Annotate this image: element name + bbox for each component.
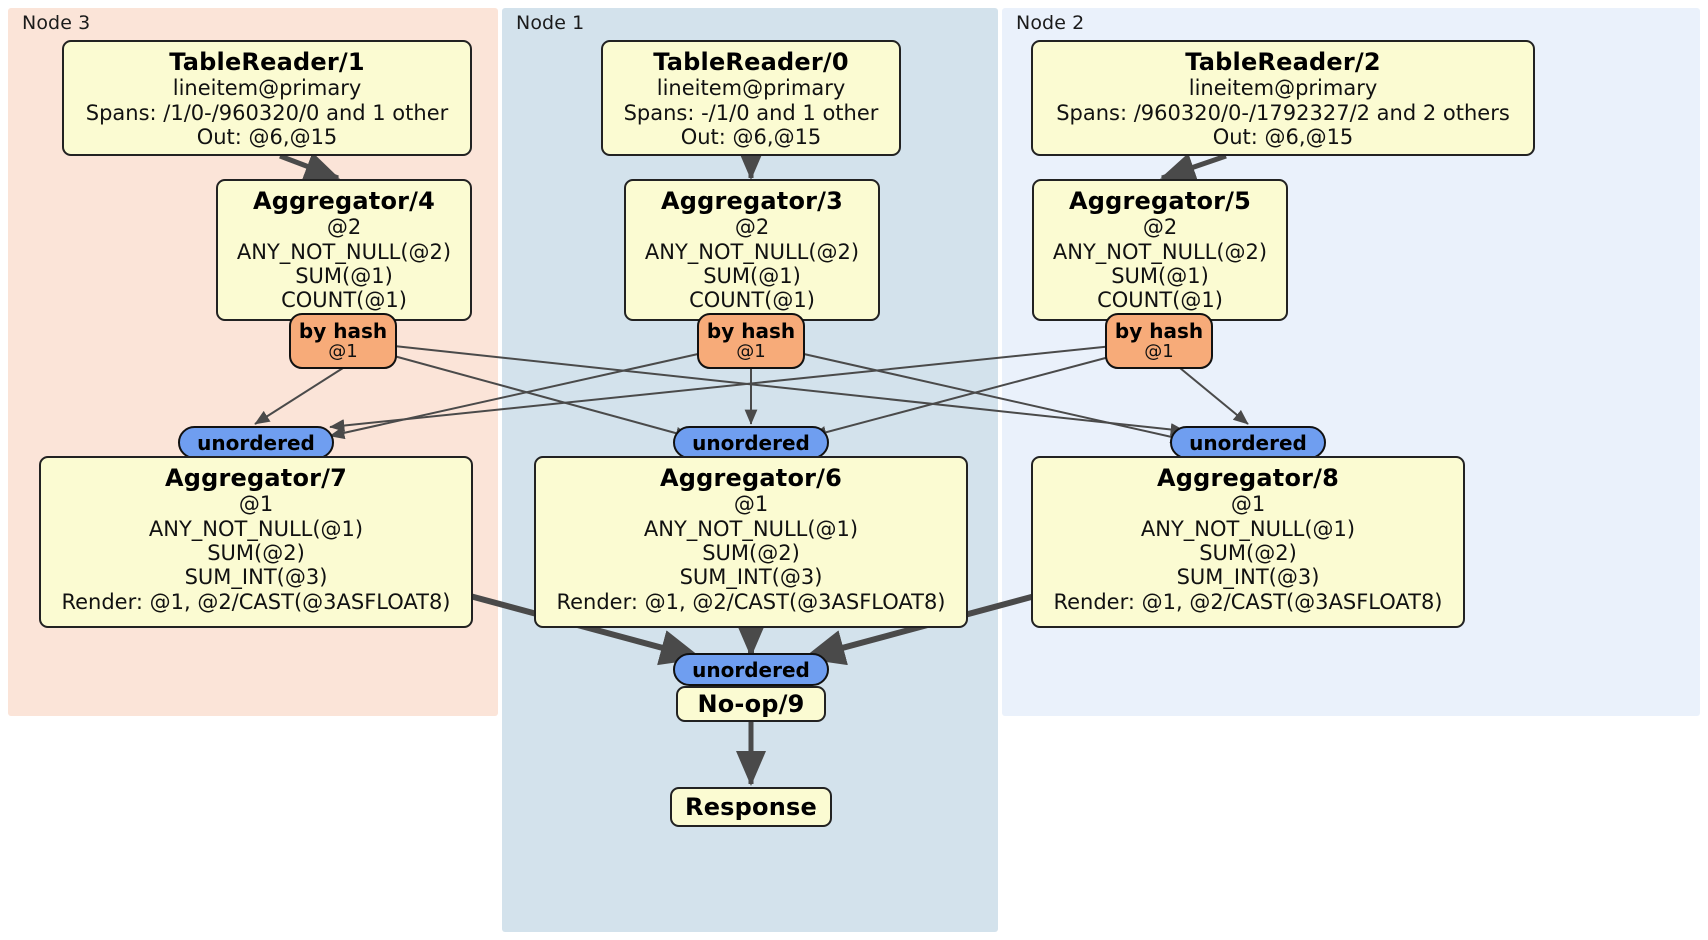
processor-line: @1 [733,492,769,517]
processor-line: ANY_NOT_NULL(@2) [236,239,452,264]
router-hash-right[interactable]: by hash @1 [1105,313,1213,369]
processor-line: Spans: /1/0-/960320/0 and 1 other [85,100,449,125]
processor-aggregator5[interactable]: Aggregator/5 @2 ANY_NOT_NULL(@2) SUM(@1)… [1032,179,1288,321]
router-hash-center[interactable]: by hash @1 [697,313,805,369]
processor-line: Spans: -/1/0 and 1 other [623,100,879,125]
processor-line: SUM_INT(@3) [679,565,823,590]
processor-title: TableReader/0 [653,48,849,76]
processor-tablereader2[interactable]: TableReader/2 lineitem@primary Spans: /9… [1031,40,1535,156]
processor-line: SUM(@2) [207,541,305,566]
router-label: by hash [1114,318,1204,343]
synchronizer-label: unordered [197,430,315,455]
processor-line: SUM(@1) [295,264,393,289]
node-label-node3: Node 3 [22,12,91,34]
processor-line: SUM(@2) [1199,541,1297,566]
processor-title: TableReader/1 [169,48,365,76]
processor-line: Render: @1, @2/CAST(@3ASFLOAT8) [61,589,451,614]
processor-line: Out: @6,@15 [680,125,822,150]
processor-line: ANY_NOT_NULL(@1) [1140,516,1356,541]
synchronizer-label: unordered [1189,430,1307,455]
synchronizer-label: unordered [692,430,810,455]
processor-line: lineitem@primary [172,76,362,101]
processor-aggregator4[interactable]: Aggregator/4 @2 ANY_NOT_NULL(@2) SUM(@1)… [216,179,472,321]
processor-line: lineitem@primary [656,76,846,101]
router-hash-left[interactable]: by hash @1 [289,313,397,369]
processor-line: ANY_NOT_NULL(@2) [644,239,860,264]
processor-line: ANY_NOT_NULL(@1) [148,516,364,541]
processor-line: Spans: /960320/0-/1792327/2 and 2 others [1056,100,1510,125]
processor-line: @2 [1142,215,1178,240]
processor-line: @2 [326,215,362,240]
processor-line: @1 [238,492,274,517]
processor-line: @2 [734,215,770,240]
synchronizer-unordered-final[interactable]: unordered [673,653,829,686]
synchronizer-unordered-right[interactable]: unordered [1170,426,1326,459]
processor-title: No-op/9 [697,689,805,718]
processor-aggregator7[interactable]: Aggregator/7 @1 ANY_NOT_NULL(@1) SUM(@2)… [39,456,473,628]
router-sublabel: @1 [1144,340,1174,362]
router-sublabel: @1 [328,340,358,362]
processor-aggregator8[interactable]: Aggregator/8 @1 ANY_NOT_NULL(@1) SUM(@2)… [1031,456,1465,628]
processor-title: Aggregator/7 [164,464,348,492]
processor-aggregator3[interactable]: Aggregator/3 @2 ANY_NOT_NULL(@2) SUM(@1)… [624,179,880,321]
processor-line: SUM(@2) [702,541,800,566]
processor-title: TableReader/2 [1185,48,1381,76]
processor-tablereader0[interactable]: TableReader/0 lineitem@primary Spans: -/… [601,40,901,156]
processor-title: Aggregator/5 [1068,187,1252,215]
processor-line: ANY_NOT_NULL(@2) [1052,239,1268,264]
processor-noop9[interactable]: No-op/9 [676,686,826,722]
processor-title: Aggregator/6 [659,464,843,492]
processor-line: COUNT(@1) [1097,288,1223,313]
processor-line: Out: @6,@15 [196,125,338,150]
processor-tablereader1[interactable]: TableReader/1 lineitem@primary Spans: /1… [62,40,472,156]
node-label-node1: Node 1 [516,12,585,34]
processor-aggregator6[interactable]: Aggregator/6 @1 ANY_NOT_NULL(@1) SUM(@2)… [534,456,968,628]
processor-line: ANY_NOT_NULL(@1) [643,516,859,541]
synchronizer-unordered-center[interactable]: unordered [673,426,829,459]
processor-line: lineitem@primary [1188,76,1378,101]
synchronizer-label: unordered [692,657,810,682]
processor-line: SUM(@1) [703,264,801,289]
processor-line: Render: @1, @2/CAST(@3ASFLOAT8) [1053,589,1443,614]
router-sublabel: @1 [736,340,766,362]
processor-line: Out: @6,@15 [1212,125,1354,150]
processor-title: Aggregator/8 [1156,464,1340,492]
processor-title: Aggregator/4 [252,187,436,215]
node-label-node2: Node 2 [1016,12,1085,34]
router-label: by hash [298,318,388,343]
processor-line: Render: @1, @2/CAST(@3ASFLOAT8) [556,589,946,614]
router-label: by hash [706,318,796,343]
synchronizer-unordered-left[interactable]: unordered [178,426,334,459]
processor-line: SUM_INT(@3) [1176,565,1320,590]
processor-line: COUNT(@1) [689,288,815,313]
processor-title: Aggregator/3 [660,187,844,215]
processor-response[interactable]: Response [670,787,832,827]
processor-line: SUM(@1) [1111,264,1209,289]
processor-line: SUM_INT(@3) [184,565,328,590]
processor-line: @1 [1230,492,1266,517]
processor-title: Response [685,792,817,821]
processor-line: COUNT(@1) [281,288,407,313]
